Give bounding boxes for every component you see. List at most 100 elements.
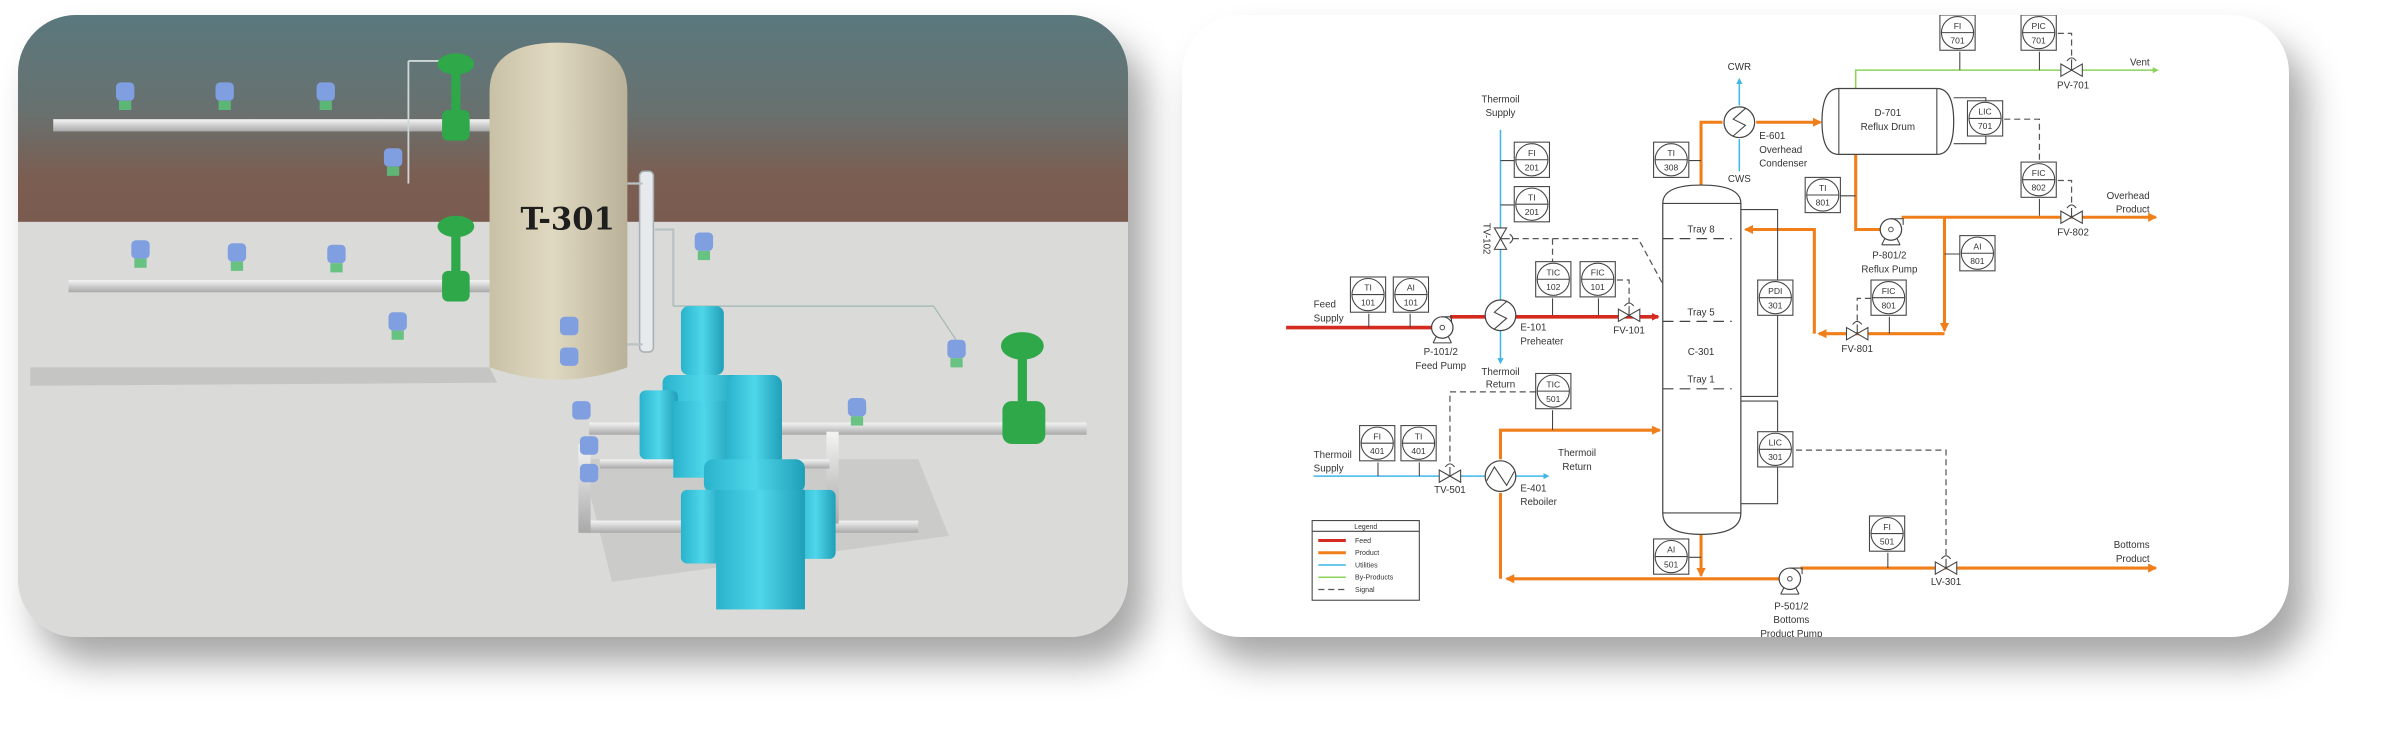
pid-labels: Feed Supply P-101/2 Feed Pump E-101 Preh… (1314, 58, 2150, 637)
tv-102-label: TV-102 (1481, 223, 1492, 255)
instrument-number: 501 (1546, 394, 1561, 404)
control-valve-lower (437, 215, 475, 302)
instrument-bubble[interactable]: PDI 301 (1757, 279, 1794, 316)
valve-fv-802[interactable] (2060, 204, 2083, 225)
instrument-bubble[interactable]: AI 801 (1959, 235, 1996, 272)
valve-tv-501[interactable] (1438, 463, 1462, 484)
pid-diagram: Tray 8 Tray 5 C-301 Tray 1 D-701 Reflux … (1286, 15, 2159, 637)
instrument-number: 802 (2032, 182, 2047, 192)
valve-fv-101[interactable] (1617, 302, 1641, 323)
instrument-bubble[interactable]: PIC 701 (2020, 15, 2057, 51)
legend-item: Product (1355, 550, 1379, 557)
fv-801-label: FV-801 (1841, 344, 1873, 355)
instrument-tag: AI (1667, 545, 1675, 555)
instrument-number: 701 (1978, 121, 1993, 131)
condenser-label: Overhead (1759, 145, 1802, 156)
instrument-tag: TI (1415, 431, 1423, 441)
pump-1 (639, 306, 743, 478)
instrument-number: 801 (1970, 256, 1985, 266)
level-gauge (638, 170, 655, 353)
feed-supply-label: Feed (1314, 300, 1336, 311)
bottoms-pump-label: Product Pump (1760, 629, 1823, 637)
instrument-bubble[interactable]: FIC 801 (1870, 279, 1907, 316)
reboiler-label: E-401 (1520, 483, 1546, 494)
valve-pv-701[interactable] (2060, 57, 2083, 78)
signal-lines (1449, 32, 2073, 556)
instrument-tag: FI (1528, 148, 1536, 158)
instrument-number: 308 (1664, 162, 1679, 172)
preheater-label: Preheater (1520, 336, 1564, 347)
instrument-tag: FI (1954, 21, 1962, 31)
instrument-number: 101 (1361, 297, 1376, 307)
instrument-bubble[interactable]: TI 401 (1400, 425, 1437, 462)
plant-3d-view: T-301 (18, 15, 1128, 637)
column-name-label: C-301 (1688, 347, 1715, 358)
thermoil-return-label: Thermoil (1481, 367, 1519, 378)
instrument-bubbles: TI101AI101FI201TI201TIC102FIC101TI308PDI… (1349, 15, 2057, 575)
instrument-tag: TI (1528, 192, 1536, 202)
instrument-bubble[interactable]: AI 501 (1653, 538, 1690, 575)
instrument-tag: AI (1973, 241, 1981, 251)
instrument-tag: FIC (2032, 168, 2046, 178)
pump-p-101 (1430, 316, 1454, 344)
transmitters (115, 82, 966, 483)
instrument-tag: PIC (2032, 21, 2046, 31)
lv-301-label: LV-301 (1931, 577, 1961, 588)
instrument-number: 401 (1411, 446, 1426, 456)
valve-lv-301[interactable] (1934, 555, 1958, 576)
instrument-tag: PDI (1768, 286, 1782, 296)
thermoil-supply-label: Supply (1485, 108, 1515, 119)
instrument-number: 301 (1768, 452, 1783, 462)
valve-fv-801[interactable] (1845, 320, 1869, 341)
cws-label: CWS (1728, 174, 1751, 185)
reflux-pump-label: P-801/2 (1872, 251, 1906, 262)
instrument-number: 301 (1768, 300, 1783, 310)
preheater-label: E-101 (1520, 323, 1546, 334)
thermoil-return-label-2: Thermoil (1558, 448, 1596, 459)
instrument-bubble[interactable]: FIC 802 (2020, 161, 2057, 198)
pump-p-801 (1879, 218, 1904, 246)
legend-item: Signal (1355, 587, 1375, 594)
drum-name: Reflux Drum (1861, 122, 1915, 133)
control-valve-right (1000, 332, 1046, 444)
instrument-number: 701 (2032, 35, 2047, 45)
instrument-tag: TIC (1546, 379, 1560, 389)
byproduct-lines (1854, 67, 2159, 89)
instrument-bubble[interactable]: TIC 501 (1535, 372, 1572, 410)
heat-exchanger-e-401 (1484, 460, 1517, 493)
valve-tv-102[interactable] (1493, 227, 1514, 250)
reboiler-label: Reboiler (1520, 497, 1557, 508)
bottoms-pump-label: Bottoms (1773, 615, 1809, 626)
instrument-number: 801 (1816, 198, 1831, 208)
instrument-number: 801 (1881, 300, 1896, 310)
plant-3d-scene: T-301 (18, 15, 1128, 637)
fv-101-label: FV-101 (1613, 326, 1645, 337)
thermoil-return-label: Return (1486, 379, 1515, 390)
reflux-pump-label: Reflux Pump (1861, 264, 1918, 275)
instrument-tag: FIC (1882, 286, 1896, 296)
instrument-tag: TI (1364, 283, 1372, 293)
tray-5-label: Tray 5 (1687, 307, 1715, 318)
bottoms-pump-label: P-501/2 (1774, 601, 1808, 612)
instrument-tag: FIC (1591, 267, 1605, 277)
legend-item: Utilities (1355, 562, 1378, 569)
instrument-number: 501 (1664, 559, 1679, 569)
tank-label: T-301 (520, 201, 614, 237)
fv-802-label: FV-802 (2057, 228, 2089, 239)
instrument-bubble[interactable]: TI 101 (1349, 276, 1387, 313)
legend-item: Feed (1355, 538, 1371, 545)
tv-501-label: TV-501 (1434, 485, 1466, 496)
overhead-product-label: Overhead (2107, 191, 2150, 202)
